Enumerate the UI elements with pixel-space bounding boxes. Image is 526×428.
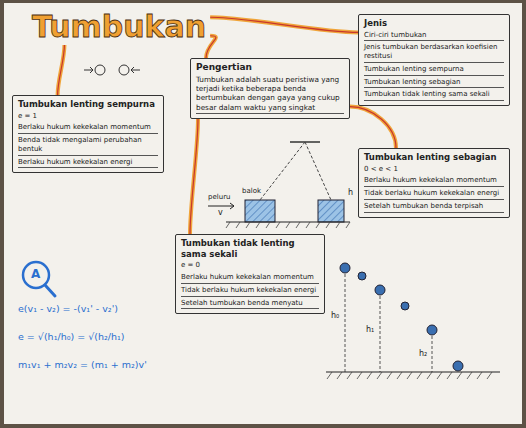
node-text: Berlaku hukum kekekalan momentum [181,273,319,284]
ground-line [226,221,350,222]
node-text: Tumbukan lenting sempurna [364,65,504,76]
node-heading: Tumbukan lenting sebagian [364,152,504,163]
branch-band [206,36,216,58]
node-text: Tumbukan tidak lenting sama sekali [364,90,504,101]
node-text: Berlaku hukum kekekalan momentum [364,176,504,187]
branch-band-inner [210,17,358,32]
ball [358,272,366,280]
node-heading: Jenis [364,18,504,29]
height-lines [345,274,432,372]
ball [401,302,409,310]
node-text: Ciri-ciri tumbukan [364,31,504,42]
branch-band-outer [190,119,198,234]
elastic-box: Tumbukan lenting sempurnae = 1Berlaku hu… [12,95,164,173]
branch-band-outer [210,17,358,32]
node-text: Tumbukan adalah suatu peristiwa yang ter… [196,75,344,113]
node-heading: Tumbukan lenting sempurna [18,99,158,110]
block [245,200,275,222]
ground-hatch [226,222,350,228]
height-label: h₀ [331,312,339,321]
block [318,200,344,222]
branch-band-inner [350,107,396,148]
height-label: h₁ [366,326,374,335]
motion-arrows [84,67,140,73]
formula: e = √(h₁/h₀) = √(h₂/h₁) [18,332,125,342]
types-box: JenisCiri-ciri tumbukanJenis tumbukan be… [358,14,510,106]
node-heading: Tumbukan [32,10,206,43]
node-heading: Pengertian [196,62,344,73]
pendulum-strings [260,142,331,200]
node-text: e = 0 [181,261,319,271]
branch-band-outer [58,45,65,95]
height-label: h [348,189,353,198]
partial-elastic-box: Tumbukan lenting sebagian 0 < e < 1Berlak… [358,148,510,218]
node-text: Setelah tumbukan benda menyatu [181,299,319,310]
ball [375,285,385,295]
node-text: Benda tidak mengalami perubahan bentuk [18,136,158,156]
ground-hatch [327,372,492,379]
node-text: Jenis tumbukan berdasarkan koefisien res… [364,43,504,63]
ball [427,325,437,335]
node-text: e = 1 [18,112,158,122]
bouncing-ball [326,263,500,379]
formula: m₁v₁ + m₂v₂ = (m₁ + m₂)v' [18,360,147,370]
title-node: Tumbukan [28,8,210,45]
node-text: Berlaku hukum kekekalan momentum [18,123,158,134]
branch-band-inner [190,119,198,234]
definition-box: PengertianTumbukan adalah suatu peristiw… [190,58,350,119]
icon-letter: A [31,268,40,281]
branch-band-outer [206,36,216,58]
node-text: Tidak berlaku hukum kekekalan energi [181,286,319,297]
bullet-label: peluru [208,194,230,202]
node-text: Berlaku hukum kekekalan energi [18,158,158,169]
branch-band [350,107,396,148]
node-heading: Tumbukan tidak lenting sama sekali [181,238,319,259]
height-label: h₂ [419,350,427,359]
branch-band [190,119,198,234]
branch-band-inner [58,45,65,95]
inelastic-box: Tumbukan tidak lenting sama sekali e = 0 B… [175,234,325,314]
velocity-label: v [218,209,223,218]
node-text: Tidak berlaku hukum kekekalan energi [364,189,504,200]
node-text: 0 < e < 1 [364,165,504,175]
node-text: Tumbukan lenting sebagian [364,78,504,89]
ball-sketch [95,65,105,75]
ball [453,361,463,371]
magnifier-icon [23,262,55,296]
branch-band [210,17,358,32]
ball-sketch [119,65,129,75]
ballistic-pendulum [208,142,350,228]
handle [45,285,55,296]
branch-band-outer [350,107,396,148]
block-label: balok [242,188,261,196]
branch-band [58,45,65,95]
node-text: Setelah tumbukan benda terpisah [364,202,504,213]
collision-sketch [84,65,140,75]
ball [340,263,350,273]
formula: e(v₁ - v₂) = -(v₁' - v₂') [18,304,118,314]
branch-band-inner [206,36,216,58]
